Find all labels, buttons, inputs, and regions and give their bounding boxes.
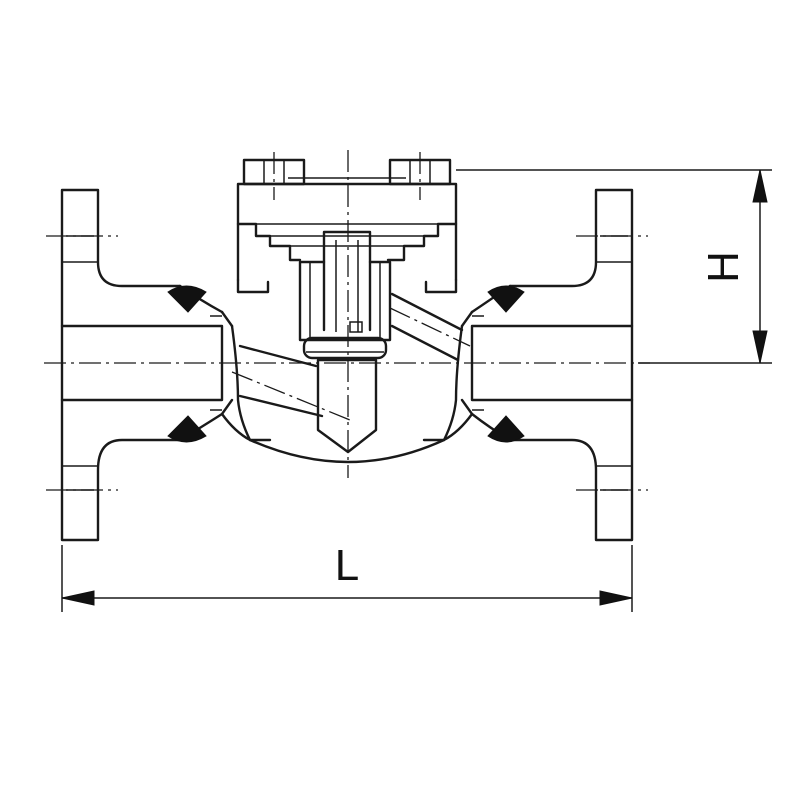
height-label: H [699, 251, 748, 283]
weld-bottom-right [487, 415, 525, 443]
disc [302, 336, 388, 454]
weld-top-left [167, 285, 207, 313]
length-dimension [61, 545, 633, 612]
cover-bolt-left [242, 152, 306, 200]
left-flange [60, 188, 182, 542]
bonnet [236, 177, 458, 282]
length-label: L [335, 541, 359, 590]
weld-top-right [487, 285, 525, 313]
cover-bolt-right [388, 152, 452, 200]
height-dimension [456, 169, 772, 364]
weld-bottom-left [167, 415, 207, 443]
guide-stem [298, 230, 392, 342]
right-flange [508, 188, 634, 542]
valve-body [178, 278, 512, 464]
